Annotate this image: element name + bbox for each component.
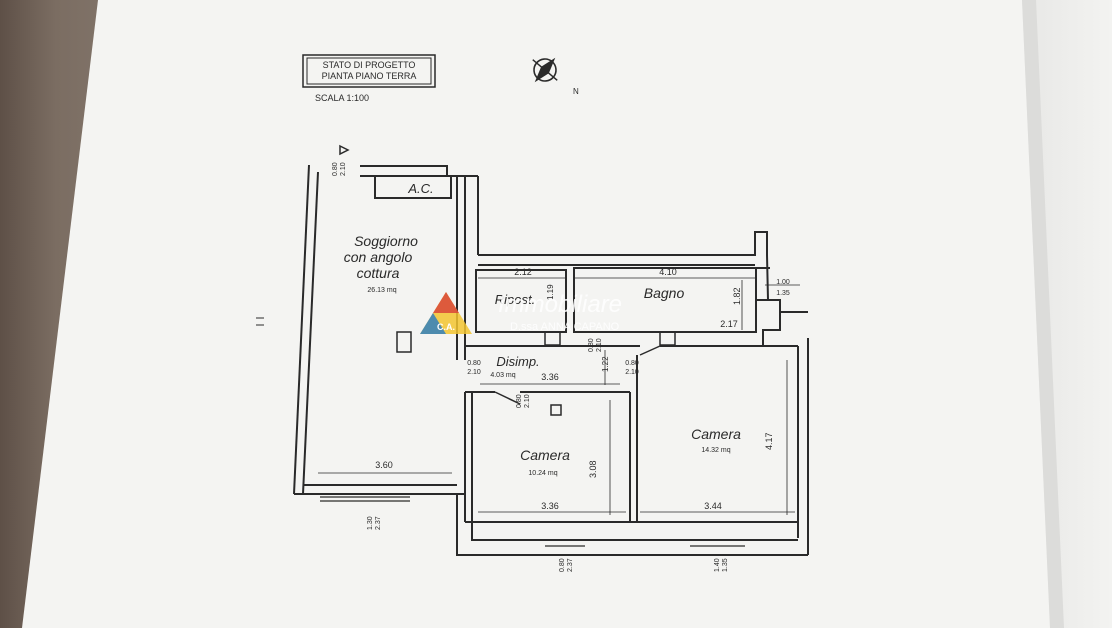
dim-door-mid-b: 2.10	[596, 338, 603, 352]
logo-letters: C.A.	[437, 322, 455, 332]
margin-marks	[256, 317, 264, 326]
dim-bottom-right-a: 1.40	[714, 558, 721, 572]
dim-door-camera-b: 2.10	[524, 394, 531, 408]
dim-side-b: 1.35	[776, 290, 790, 297]
dim-door-right-b: 2.10	[625, 369, 639, 376]
dim-door-right-a: 0.80	[625, 360, 639, 367]
dim-bottom-left-a: 1.30	[367, 516, 374, 530]
compass-icon	[532, 57, 558, 83]
dim-ripost-height: 1.19	[546, 284, 555, 300]
dim-door-mid-a: 0.80	[588, 338, 595, 352]
dim-camera-small-height: 3.08	[588, 460, 598, 478]
dim-bottom-mid-b: 2.37	[567, 558, 574, 572]
title-line-1: STATO DI PROGETTO	[323, 60, 416, 70]
disimp-label: Disimp.	[496, 354, 539, 369]
soggiorno-label-3: cottura	[357, 265, 400, 281]
ripost-label: Ripost.	[495, 292, 535, 307]
ac-label: A.C.	[407, 181, 433, 196]
disimp-area: 4.03 mq	[490, 372, 515, 379]
walls	[293, 164, 809, 556]
paper	[22, 0, 1050, 628]
dim-bottom-right-b: 1.35	[722, 558, 729, 572]
watermark-agent: D.ssa ANNA CAPANO	[510, 321, 620, 333]
dim-ripost-width: 2.12	[514, 267, 532, 277]
soggiorno-label-1: Soggiorno	[354, 233, 418, 249]
dim-door-left-b: 2.10	[467, 369, 481, 376]
dim-bottom-left-b: 2.37	[375, 516, 382, 530]
paper-shadow	[1022, 0, 1064, 628]
scale-label: SCALA 1:100	[315, 93, 369, 103]
camera-large-area: 14.32 mq	[701, 447, 730, 454]
dim-bagno-width: 4.10	[659, 267, 677, 277]
dim-camera-large-height: 4.17	[764, 432, 774, 450]
windows	[320, 496, 745, 547]
dimension-labels: 0.80 2.10 2.12 1.19 4.10 1.82 2.17 1.00 …	[332, 162, 790, 572]
dim-disimp-height: 1.22	[601, 356, 610, 372]
soggiorno-area: 26.13 mq	[367, 287, 396, 294]
soggiorno-label-2: con angolo	[344, 249, 413, 265]
dim-bagno-inner: 2.17	[720, 319, 738, 329]
dim-disimp-width: 3.36	[541, 372, 559, 382]
dim-side-a: 1.00	[776, 279, 790, 286]
room-labels: Soggiorno con angolo cottura 26.13 mq A.…	[344, 181, 741, 477]
title-line-2: PIANTA PIANO TERRA	[322, 71, 417, 81]
camera-large-label: Camera	[691, 426, 741, 442]
dimension-lines	[318, 277, 800, 515]
dim-top-window-b: 2.10	[340, 162, 347, 176]
watermark-brand: Immobiliare	[498, 291, 622, 318]
agency-logo-icon: C.A.	[420, 292, 472, 334]
dim-soggiorno-width: 3.60	[375, 460, 393, 470]
title-block: STATO DI PROGETTO PIANTA PIANO TERRA SCA…	[302, 54, 436, 103]
dim-bottom-mid-a: 0.80	[559, 558, 566, 572]
compass-north-label: N	[573, 87, 579, 96]
fixtures	[339, 144, 676, 416]
agency-watermark: C.A. Immobiliare D.ssa ANNA CAPANO	[420, 291, 622, 334]
camera-small-area: 10.24 mq	[528, 470, 557, 477]
dim-top-window-a: 0.80	[332, 162, 339, 176]
dim-camera-small-width: 3.36	[541, 501, 559, 511]
dim-camera-large-width: 3.44	[704, 501, 722, 511]
camera-small-label: Camera	[520, 447, 570, 463]
dim-door-camera-a: 0.80	[516, 394, 523, 408]
dim-bagno-height: 1.82	[732, 287, 742, 305]
dim-door-left-a: 0.80	[467, 360, 481, 367]
bagno-label: Bagno	[644, 285, 685, 301]
